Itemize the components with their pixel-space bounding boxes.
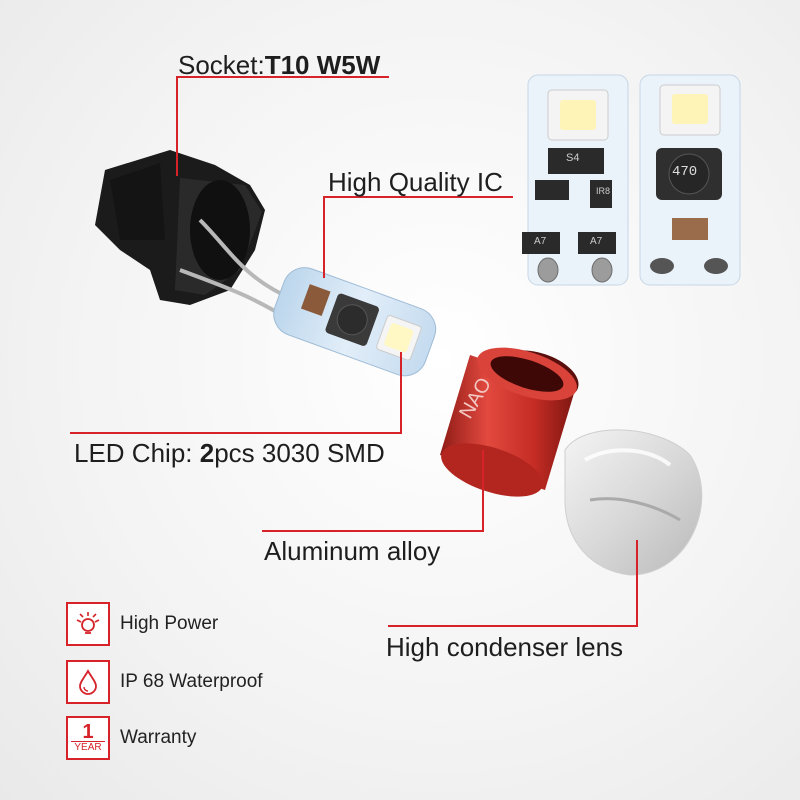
socket-label: Socket:T10 W5W	[178, 50, 381, 80]
pcb-back-view	[639, 74, 741, 286]
aluminum-housing: NAO	[440, 347, 579, 497]
feature-high-power: High Power	[66, 602, 218, 646]
socket-callout-v	[176, 76, 178, 176]
led-label: LED Chip: 2pcs 3030 SMD	[74, 438, 385, 468]
lens-callout-h	[388, 625, 638, 627]
alloy-callout-v	[482, 450, 484, 532]
pcb-board	[273, 267, 437, 377]
feature-label-waterproof: IP 68 Waterproof	[120, 671, 263, 692]
inductor-marking: 470	[672, 164, 698, 180]
lens-callout-v	[636, 540, 638, 627]
warranty-icon: 1 YEAR	[66, 716, 110, 760]
water-drop-icon	[66, 660, 110, 704]
led-callout-h	[70, 432, 402, 434]
ic-marking: S4	[566, 152, 580, 164]
socket-value: T10 W5W	[264, 50, 381, 80]
feature-label-high-power: High Power	[120, 613, 219, 634]
lens-label: High condenser lens	[386, 632, 624, 662]
socket-part	[95, 150, 296, 322]
socket-callout-h	[176, 76, 389, 78]
feature-waterproof: IP 68 Waterproof	[66, 660, 263, 704]
feature-warranty: 1 YEAR Warranty	[66, 716, 196, 760]
small-chip-marking-a: A7	[534, 236, 547, 247]
ic-label: High Quality IC	[328, 167, 503, 197]
alloy-callout-h	[262, 530, 484, 532]
warranty-unit: YEAR	[71, 740, 105, 754]
pcb-front-view	[522, 74, 629, 286]
resistor-marking: IR8	[596, 186, 611, 196]
feature-label-warranty: Warranty	[120, 727, 197, 748]
ic-callout-h	[323, 196, 513, 198]
warranty-number: 1	[82, 720, 94, 743]
alloy-label: Aluminum alloy	[264, 536, 441, 566]
led-callout-v	[400, 352, 402, 434]
bulb-icon	[66, 602, 110, 646]
ic-callout-v	[323, 196, 325, 278]
small-chip-marking-b: A7	[590, 236, 603, 247]
condenser-lens	[564, 429, 703, 576]
